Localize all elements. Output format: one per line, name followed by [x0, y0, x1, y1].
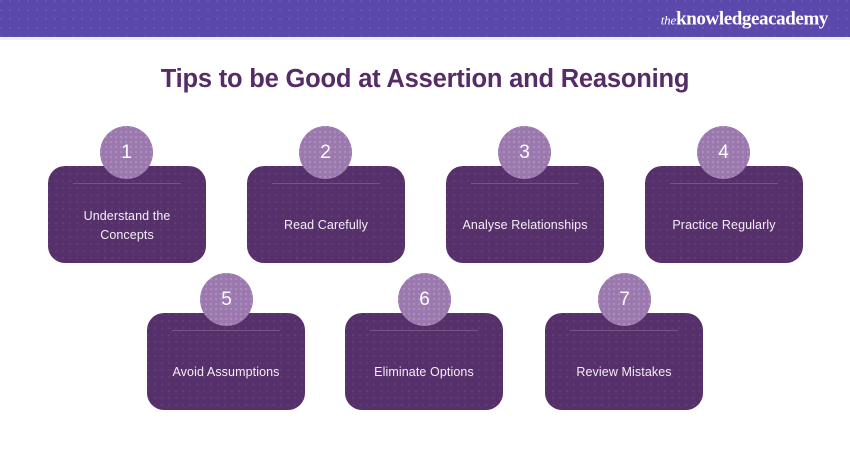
tip-card-7: Review Mistakes: [545, 313, 703, 410]
brand-logo: theknowledgeacademy: [660, 8, 829, 29]
tip-card-5: Avoid Assumptions: [147, 313, 305, 410]
card-divider: [73, 183, 181, 184]
card-divider: [370, 330, 478, 331]
tip-number-badge-2: 2: [299, 126, 352, 179]
tip-card-label: Understand the Concepts: [83, 209, 171, 242]
page-title: Tips to be Good at Assertion and Reasoni…: [160, 65, 690, 93]
logo-the-text: the: [660, 12, 677, 27]
tip-card-label: Eliminate Options: [374, 365, 474, 380]
tip-card-3: Analyse Relationships: [446, 166, 604, 263]
tip-card-label: Practice Regularly: [672, 218, 776, 233]
tip-number-badge-1: 1: [100, 126, 153, 179]
tip-number-badge-4: 4: [697, 126, 750, 179]
tip-card-label: Avoid Assumptions: [172, 365, 280, 380]
tip-card-label: Analyse Relationships: [462, 218, 588, 233]
card-divider: [570, 330, 678, 331]
tip-card-4: Practice Regularly: [645, 166, 803, 263]
tip-number-badge-3: 3: [498, 126, 551, 179]
tip-number-badge-7: 7: [598, 273, 651, 326]
card-divider: [471, 183, 579, 184]
card-divider: [670, 183, 778, 184]
tip-card-6: Eliminate Options: [345, 313, 503, 410]
logo-main-text: knowledgeacademy: [676, 8, 828, 29]
tip-card-label: Read Carefully: [283, 218, 369, 233]
tip-number-badge-6: 6: [398, 273, 451, 326]
tip-card-2: Read Carefully: [247, 166, 405, 263]
tip-number-badge-5: 5: [200, 273, 253, 326]
header-underline: [0, 37, 850, 40]
card-divider: [172, 330, 280, 331]
tip-card-1: Understand the Concepts: [48, 166, 206, 263]
tip-card-label: Review Mistakes: [576, 365, 672, 380]
card-divider: [272, 183, 380, 184]
header-band: theknowledgeacademy: [0, 0, 850, 37]
